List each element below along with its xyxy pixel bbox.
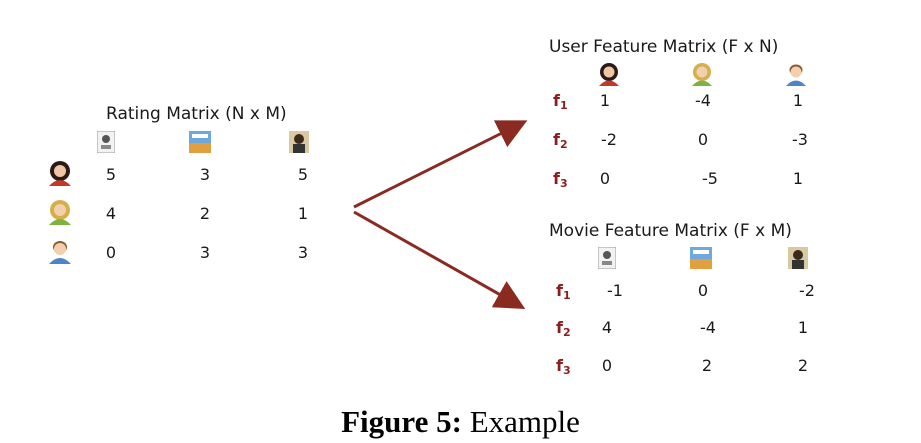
rating-cell: 2 (199, 204, 211, 223)
movie-poster-1-icon (598, 247, 616, 269)
movie-feature-cell: 2 (797, 356, 809, 375)
rating-cell: 5 (297, 165, 309, 184)
movie-feature-matrix-title: Movie Feature Matrix (F x M) (549, 221, 792, 241)
movie-feature-cell: 2 (701, 356, 713, 375)
user-feature-matrix-title: User Feature Matrix (F x N) (549, 37, 779, 57)
user-feature-cell: -2 (601, 130, 617, 149)
movie-feature-cell: 0 (697, 281, 709, 300)
figure-caption: Figure 5: Example (0, 404, 921, 440)
movie-feature-cell: -4 (700, 318, 716, 337)
feature-label-f1: f1 (553, 91, 568, 112)
rating-matrix-title: Rating Matrix (N x M) (106, 104, 287, 124)
rating-cell: 3 (199, 243, 211, 262)
movie-poster-1-icon (97, 131, 115, 153)
rating-cell: 3 (297, 243, 309, 262)
user-feature-cell: 0 (697, 130, 709, 149)
movie-poster-3-icon (788, 247, 808, 269)
movie-poster-2-icon (690, 247, 712, 269)
rating-cell: 1 (297, 204, 309, 223)
rating-cell: 5 (105, 165, 117, 184)
movie-feature-cell: 0 (601, 356, 613, 375)
feature-label-f3: f3 (553, 169, 568, 190)
user-male-blue-icon (49, 241, 71, 264)
rating-cell: 0 (105, 243, 117, 262)
user-female-dark-hair-icon (49, 161, 71, 186)
user-feature-cell: 0 (599, 169, 611, 188)
user-feature-cell: 1 (792, 169, 804, 188)
user-female-blonde-icon (692, 63, 712, 86)
arrow-to-movie-feature-matrix (353, 210, 526, 309)
rating-cell: 4 (105, 204, 117, 223)
feature-label-f3: f3 (556, 356, 571, 377)
user-feature-cell: -3 (792, 130, 808, 149)
movie-feature-cell: -2 (799, 281, 815, 300)
figure-caption-text: Example (461, 404, 580, 439)
arrow-to-user-feature-matrix (353, 120, 528, 209)
user-feature-cell: -5 (702, 169, 718, 188)
feature-label-f2: f2 (553, 130, 568, 151)
movie-feature-cell: 4 (601, 318, 613, 337)
rating-cell: 3 (199, 165, 211, 184)
feature-label-f2: f2 (556, 318, 571, 339)
user-female-dark-hair-icon (599, 63, 619, 86)
user-feature-cell: 1 (599, 91, 611, 110)
movie-poster-3-icon (289, 131, 309, 153)
figure-caption-label: Figure 5: (341, 404, 462, 439)
movie-feature-cell: 1 (797, 318, 809, 337)
user-male-blue-icon (786, 64, 806, 86)
movie-poster-2-icon (189, 131, 211, 153)
user-female-blonde-icon (49, 200, 71, 225)
movie-feature-cell: -1 (607, 281, 623, 300)
user-feature-cell: -4 (695, 91, 711, 110)
feature-label-f1: f1 (556, 281, 571, 302)
user-feature-cell: 1 (792, 91, 804, 110)
